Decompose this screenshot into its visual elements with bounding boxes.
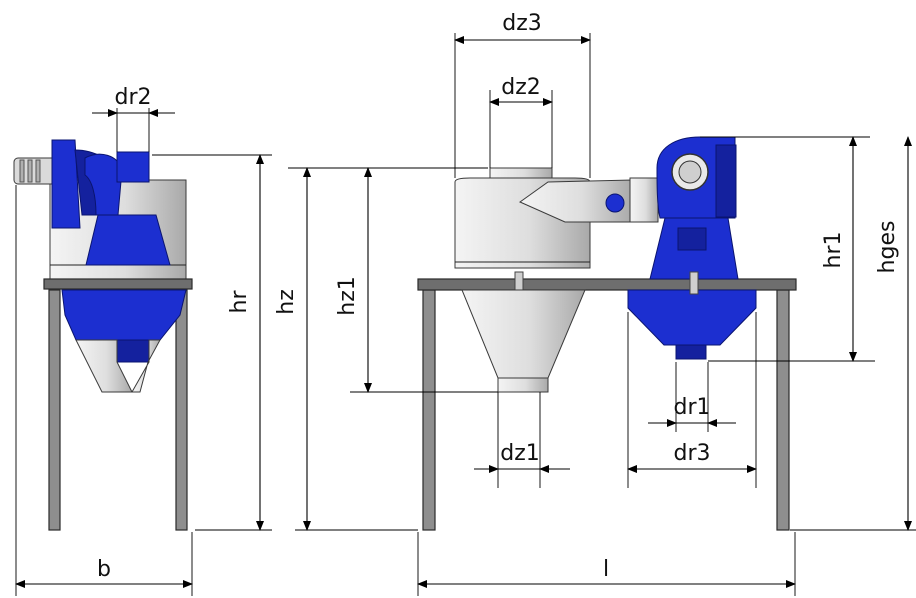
dimension-lines: [15, 33, 916, 596]
label-dr1: dr1: [673, 395, 710, 420]
fan-unit: [627, 136, 757, 360]
fan-outlet-stub: [675, 344, 707, 360]
label-hz1: hz1: [335, 276, 360, 316]
side-right-leg: [175, 289, 188, 531]
label-hr: hr: [227, 290, 252, 314]
side-left-leg: [48, 289, 61, 531]
side-view: [13, 139, 193, 531]
label-b: b: [97, 557, 111, 582]
side-blue-hopper: [61, 289, 187, 341]
fan-lower-hopper: [627, 289, 757, 346]
front-left-leg: [422, 289, 436, 531]
label-dz2: dz2: [501, 75, 541, 100]
front-right-leg: [776, 289, 790, 531]
side-top-plate: [43, 278, 193, 290]
cyclone-dust-outlet: [497, 377, 549, 393]
label-hges: hges: [875, 221, 900, 274]
label-dr2: dr2: [114, 85, 151, 110]
cyclone-front-view: [417, 167, 797, 531]
label-dz1: dz1: [500, 441, 540, 466]
side-outlet-stub: [116, 151, 150, 183]
table-top-plate: [417, 278, 797, 291]
label-dz3: dz3: [502, 11, 542, 36]
label-dr3: dr3: [673, 441, 710, 466]
side-fan-housing: [51, 139, 81, 229]
cyclone-cone: [461, 289, 586, 379]
dimension-labels: dr2 b hr hz hz1 dz3 dz2 dz1 hr1 hges dr1…: [97, 11, 900, 582]
label-l: l: [603, 557, 609, 582]
label-hr1: hr1: [821, 232, 846, 269]
label-hz: hz: [274, 289, 299, 315]
